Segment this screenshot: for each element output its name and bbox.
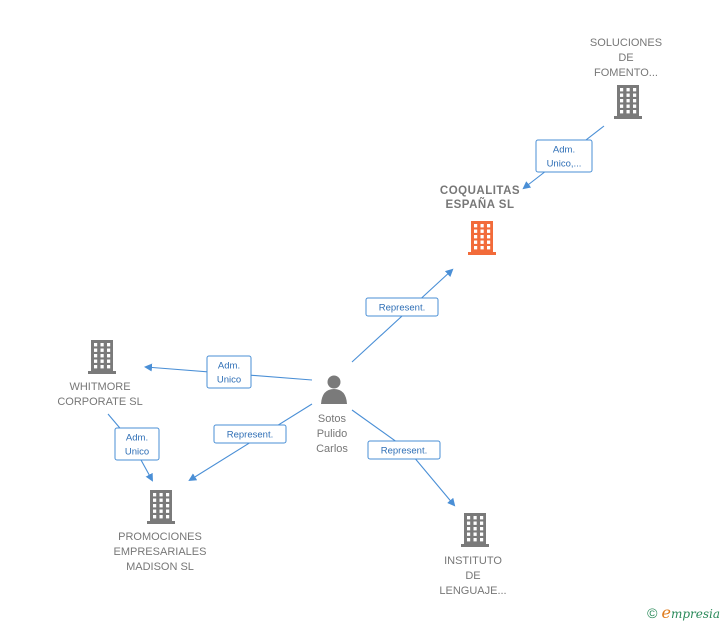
node-label-line: MADISON SL (126, 561, 194, 573)
building-icon (461, 513, 489, 547)
edge-label-box (114, 427, 160, 461)
edge-label-sotos-to-promociones[interactable]: Represent. (213, 424, 287, 444)
node-promociones[interactable]: PROMOCIONES EMPRESARIALES MADISON SL (114, 490, 207, 573)
building-icon (147, 490, 175, 524)
node-label-line: SOLUCIONES (590, 37, 662, 49)
edge-label-text: Represent. (381, 446, 427, 457)
node-label-line: CORPORATE SL (57, 396, 142, 408)
edge-label-box (365, 297, 439, 317)
edge-whitmore-to-promociones: Adm. Unico (107, 413, 160, 482)
node-label-line: LENGUAJE... (439, 585, 506, 597)
node-label-line: Carlos (316, 443, 348, 455)
node-label-line: DE (465, 570, 480, 582)
brand-initial: e (661, 603, 671, 622)
edge-sotos-to-coqualitas: Represent. (351, 268, 454, 363)
node-label-line: DE (618, 52, 633, 64)
edges-layer: Adm.Unico,...Represent.Adm.UnicoRepresen… (107, 125, 605, 507)
node-label-line: Pulido (317, 428, 348, 440)
node-label-line: COQUALITAS (440, 185, 520, 197)
building-icon (468, 221, 496, 255)
node-label-line: EMPRESARIALES (114, 546, 207, 558)
edge-sotos-to-promociones: Represent. (188, 403, 313, 482)
node-label-line: ESPAÑA SL (445, 198, 514, 211)
edge-label-text: Adm. (126, 433, 148, 444)
building-icon (614, 85, 642, 119)
edge-label-sotos-to-instituto[interactable]: Represent. (367, 440, 441, 460)
edge-sotos-to-whitmore: Adm. Unico (144, 355, 313, 389)
edge-label-text: Unico (217, 375, 241, 386)
copyright-symbol: © (647, 605, 658, 621)
edge-label-whitmore-to-promociones[interactable]: Adm. Unico (114, 427, 160, 461)
node-label-line: INSTITUTO (444, 555, 502, 567)
node-label-line: WHITMORE (69, 381, 130, 393)
edge-label-soluciones-to-coqualitas[interactable]: Adm. Unico,... (535, 139, 593, 173)
node-soluciones[interactable]: SOLUCIONES DE FOMENTO... (590, 37, 662, 119)
edge-label-sotos-to-whitmore[interactable]: Adm. Unico (206, 355, 252, 389)
edge-soluciones-to-coqualitas: Adm. Unico,... (522, 125, 605, 190)
edge-label-box (213, 424, 287, 444)
edge-label-text: Unico,... (547, 159, 582, 170)
edge-label-box (206, 355, 252, 389)
empresia-watermark: ©empresia (647, 603, 720, 622)
node-label-line: FOMENTO... (594, 67, 658, 79)
building-icon (88, 340, 116, 374)
edge-label-box (535, 139, 593, 173)
edge-label-sotos-to-coqualitas[interactable]: Represent. (365, 297, 439, 317)
edge-label-text: Represent. (227, 430, 273, 441)
node-instituto[interactable]: INSTITUTO DE LENGUAJE... (439, 513, 507, 597)
edge-label-text: Unico (125, 447, 149, 458)
brand-name: mpresia (670, 607, 720, 621)
node-label-line: PROMOCIONES (118, 531, 202, 543)
node-label-line: Sotos (318, 413, 347, 425)
edge-sotos-to-instituto: Represent. (351, 409, 456, 507)
edge-label-text: Adm. (218, 361, 240, 372)
person-icon (321, 375, 347, 404)
edge-label-text: Adm. (553, 145, 575, 156)
edge-label-text: Represent. (379, 303, 425, 314)
edge-label-box (367, 440, 441, 460)
node-whitmore[interactable]: WHITMORE CORPORATE SL (57, 340, 143, 408)
